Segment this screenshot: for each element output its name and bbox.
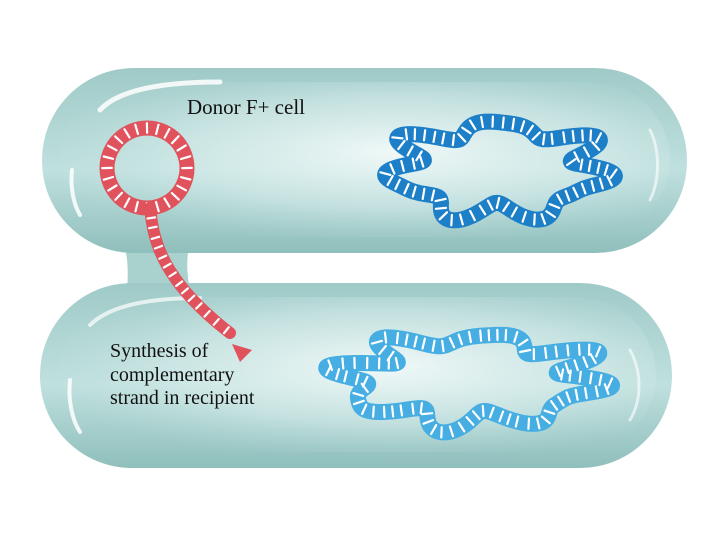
plasmid-ring-icon xyxy=(99,120,195,216)
recipient-cell-label: Synthesis of complementary strand in rec… xyxy=(110,340,254,411)
recipient-chromosome-icon xyxy=(318,326,621,441)
single-strand-dna-arrow-icon xyxy=(144,202,252,362)
donor-chromosome-icon xyxy=(377,113,623,229)
recipient-label-line-3: strand in recipient xyxy=(110,387,255,409)
donor-cell-label: Donor F+ cell xyxy=(187,95,305,119)
recipient-label-line-1: Synthesis of xyxy=(110,340,209,362)
recipient-label-line-2: complementary xyxy=(110,363,235,386)
